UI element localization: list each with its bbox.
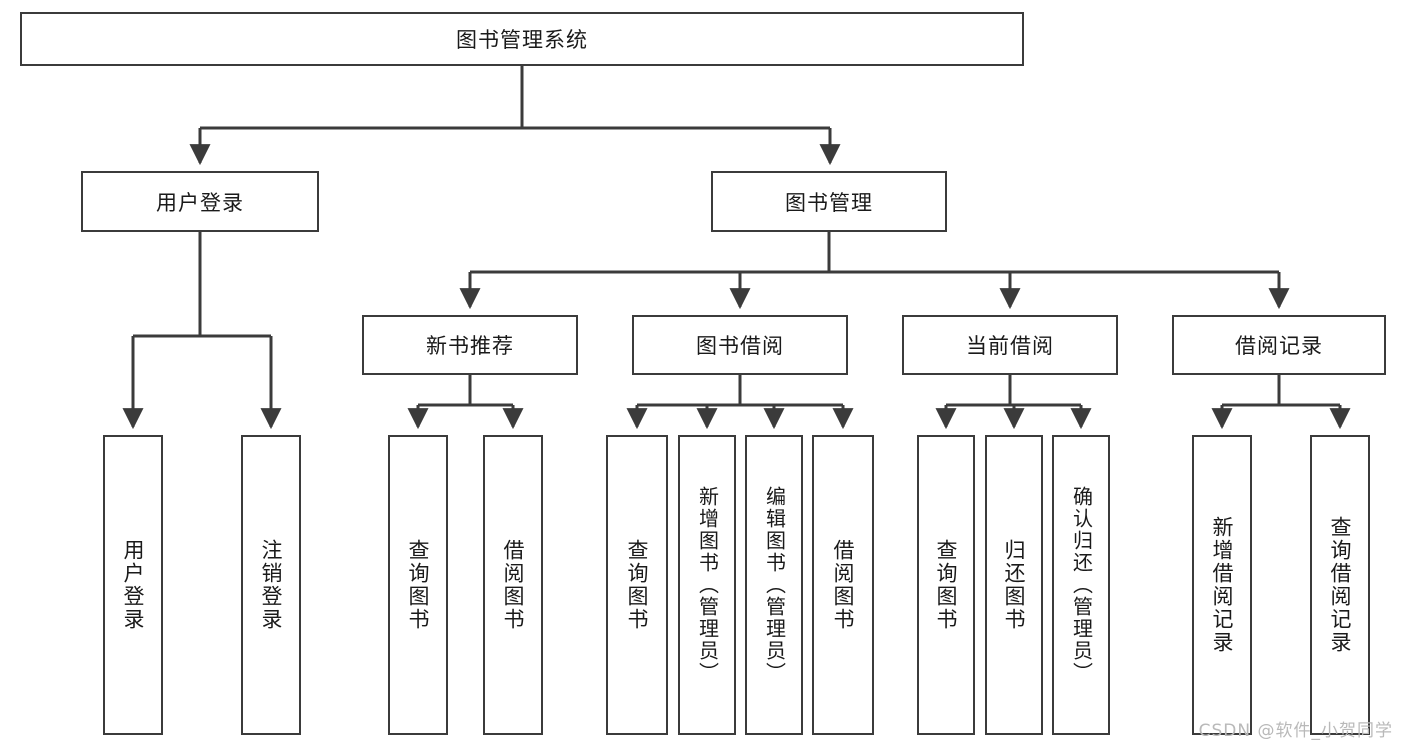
- node-leaf-recommend-borrow-book[interactable]: 借阅图书: [483, 435, 543, 735]
- node-leaf-borrow-add-book-label: 新增图书（管理员）: [695, 486, 720, 684]
- node-book-manage[interactable]: 图书管理: [711, 171, 947, 232]
- node-new-book-recommend-label: 新书推荐: [426, 334, 514, 358]
- node-leaf-borrow-borrow-book[interactable]: 借阅图书: [812, 435, 874, 735]
- node-book-borrow-label: 图书借阅: [696, 334, 784, 358]
- node-leaf-current-confirm-return-label: 确认归还（管理员）: [1069, 486, 1094, 684]
- node-leaf-record-query[interactable]: 查询借阅记录: [1310, 435, 1370, 735]
- node-leaf-borrow-edit-book-label: 编辑图书（管理员）: [762, 486, 787, 684]
- node-current-borrow[interactable]: 当前借阅: [902, 315, 1118, 375]
- node-user-login-label: 用户登录: [156, 190, 244, 215]
- node-leaf-user-logout-label: 注销登录: [259, 539, 284, 631]
- node-leaf-recommend-borrow-book-label: 借阅图书: [501, 539, 526, 631]
- node-leaf-borrow-edit-book[interactable]: 编辑图书（管理员）: [745, 435, 803, 735]
- node-leaf-current-return-book[interactable]: 归还图书: [985, 435, 1043, 735]
- node-leaf-user-login[interactable]: 用户登录: [103, 435, 163, 735]
- node-leaf-record-add[interactable]: 新增借阅记录: [1192, 435, 1252, 735]
- node-borrow-record-label: 借阅记录: [1235, 334, 1323, 358]
- node-leaf-current-query-book-label: 查询图书: [934, 539, 959, 631]
- node-leaf-user-logout[interactable]: 注销登录: [241, 435, 301, 735]
- watermark: CSDN @软件_小贺同学: [1198, 721, 1393, 741]
- node-leaf-borrow-borrow-book-label: 借阅图书: [831, 539, 856, 631]
- node-leaf-current-query-book[interactable]: 查询图书: [917, 435, 975, 735]
- node-leaf-borrow-add-book[interactable]: 新增图书（管理员）: [678, 435, 736, 735]
- node-leaf-borrow-query-book[interactable]: 查询图书: [606, 435, 668, 735]
- node-book-manage-label: 图书管理: [785, 190, 873, 215]
- node-new-book-recommend[interactable]: 新书推荐: [362, 315, 578, 375]
- node-leaf-current-return-book-label: 归还图书: [1002, 539, 1027, 631]
- node-leaf-record-query-label: 查询借阅记录: [1328, 516, 1353, 654]
- node-book-borrow[interactable]: 图书借阅: [632, 315, 848, 375]
- node-root[interactable]: 图书管理系统: [20, 12, 1024, 66]
- node-current-borrow-label: 当前借阅: [966, 334, 1054, 358]
- node-leaf-borrow-query-book-label: 查询图书: [625, 539, 650, 631]
- node-leaf-recommend-query-book-label: 查询图书: [406, 539, 431, 631]
- node-leaf-recommend-query-book[interactable]: 查询图书: [388, 435, 448, 735]
- node-leaf-user-login-label: 用户登录: [121, 539, 146, 631]
- node-root-label: 图书管理系统: [456, 28, 588, 52]
- node-leaf-current-confirm-return[interactable]: 确认归还（管理员）: [1052, 435, 1110, 735]
- node-user-login[interactable]: 用户登录: [81, 171, 319, 232]
- node-borrow-record[interactable]: 借阅记录: [1172, 315, 1386, 375]
- node-leaf-record-add-label: 新增借阅记录: [1210, 516, 1235, 654]
